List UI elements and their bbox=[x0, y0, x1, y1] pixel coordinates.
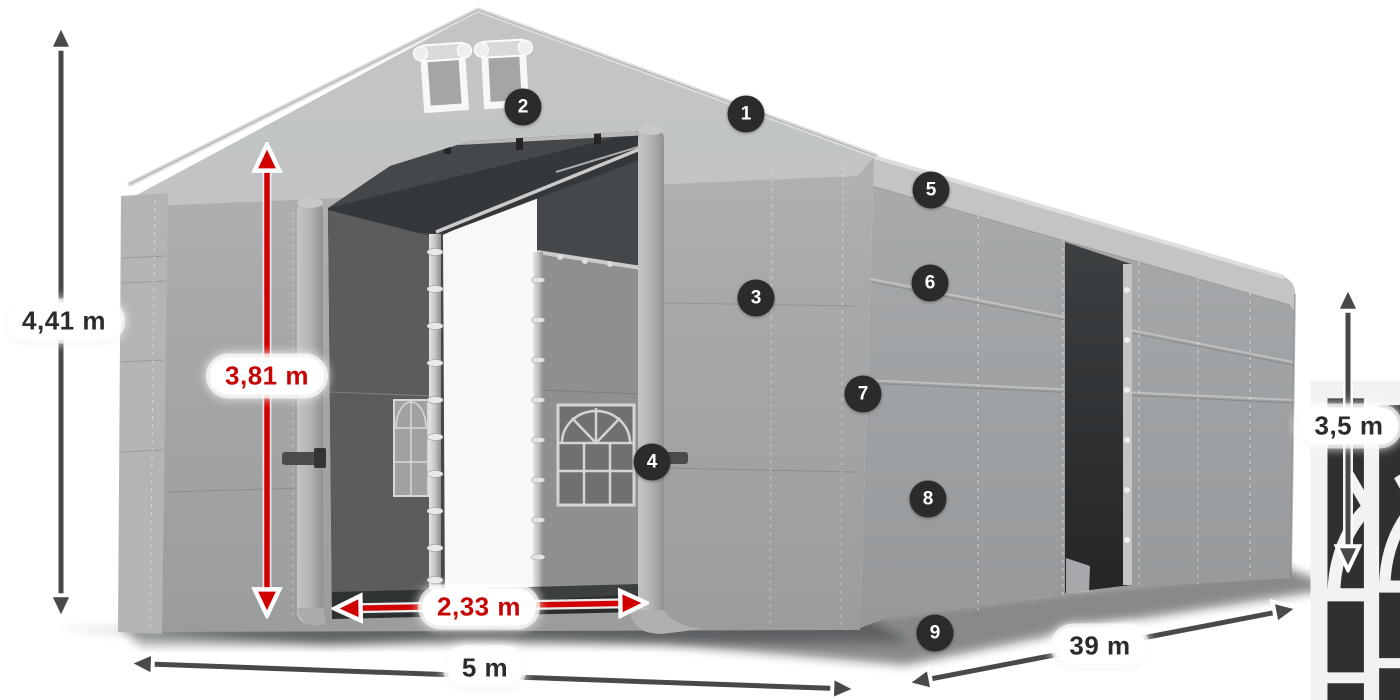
callout-marker-9[interactable]: 9 bbox=[916, 614, 954, 652]
see-through-gap bbox=[443, 191, 537, 608]
dim-label-total-height: 4,41 m bbox=[7, 302, 121, 340]
callout-marker-7[interactable]: 7 bbox=[844, 375, 882, 413]
callout-marker-3[interactable]: 3 bbox=[737, 279, 775, 317]
callout-marker-6[interactable]: 6 bbox=[911, 264, 949, 302]
dim-label-entrance-height: 3,81 m bbox=[210, 357, 324, 395]
callout-marker-8[interactable]: 8 bbox=[909, 480, 947, 518]
side-entrance-opening bbox=[1065, 242, 1132, 593]
corner-post bbox=[118, 193, 168, 634]
callout-marker-5[interactable]: 5 bbox=[912, 171, 950, 209]
roof-vent bbox=[412, 41, 473, 114]
dim-label-entrance-width: 2,33 m bbox=[422, 588, 536, 626]
rolled-door-flap bbox=[328, 131, 642, 234]
dim-label-width: 5 m bbox=[446, 649, 524, 687]
callout-marker-4[interactable]: 4 bbox=[633, 443, 671, 481]
dim-label-length: 39 m bbox=[1054, 627, 1146, 665]
front-entrance-opening bbox=[328, 131, 642, 619]
interior-middle-door bbox=[530, 250, 642, 600]
dim-label-side-height: 3,5 m bbox=[1299, 407, 1399, 445]
left-door-panel-edge bbox=[297, 198, 326, 626]
callout-marker-1[interactable]: 1 bbox=[727, 95, 765, 133]
callout-marker-2[interactable]: 2 bbox=[504, 88, 542, 126]
entrance-center-pole bbox=[426, 234, 444, 612]
interior-left-wall bbox=[328, 210, 436, 619]
panel-seams bbox=[977, 216, 1251, 610]
side-eave-band bbox=[872, 157, 1295, 312]
